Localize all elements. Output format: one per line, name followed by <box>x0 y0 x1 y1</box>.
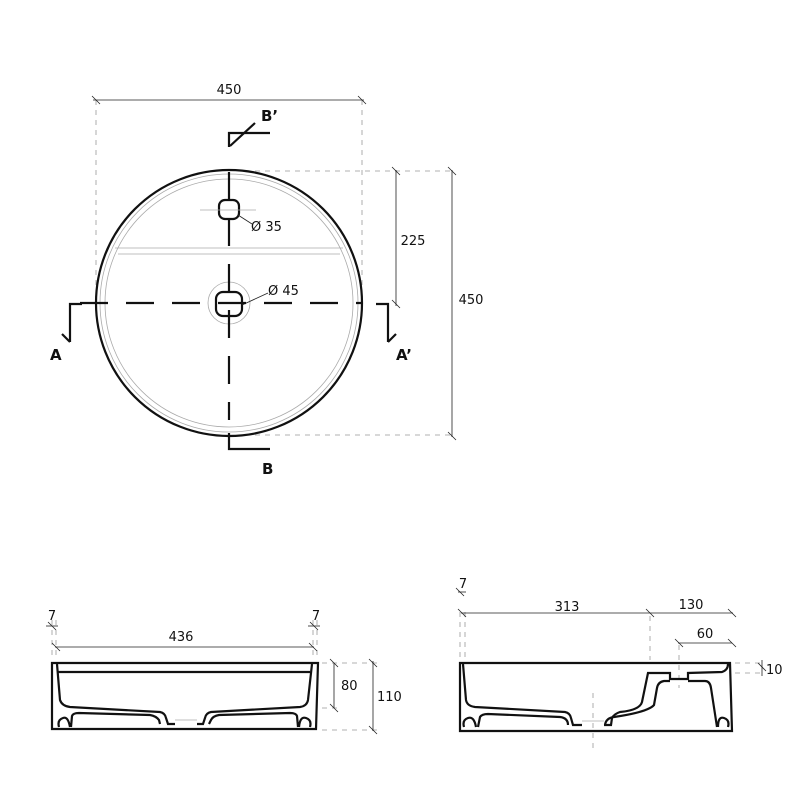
section-b-prime-label: B’ <box>261 107 278 125</box>
inner-width-dimension: 436 <box>169 630 194 645</box>
section-a-outline <box>50 661 320 731</box>
wall-left-dimension: 7 <box>48 609 56 624</box>
wall-right-dimension: 7 <box>312 609 320 624</box>
section-b-view: 7 313 130 60 10 <box>455 577 783 750</box>
width-dimension: 450 <box>217 83 242 98</box>
half-depth-dimension: 225 <box>401 234 426 249</box>
bowl-depth-dimension: 80 <box>341 679 358 694</box>
depth-dimension: 450 <box>459 293 484 308</box>
section-a-label: A <box>50 346 62 364</box>
top-view: 450 225 450 Ø 35 Ø 45 B’ B A A’ <box>50 83 483 478</box>
section-a-prime-label: A’ <box>396 346 412 364</box>
section-a-view: 7 7 436 80 110 <box>46 609 402 735</box>
tap-offset-dimension: 60 <box>697 627 714 642</box>
tap-hole <box>217 198 241 221</box>
shelf-drop-dimension: 10 <box>766 663 783 678</box>
section-b-label: B <box>262 460 273 478</box>
drain-hole-diameter: Ø 45 <box>268 284 299 299</box>
shelf-length-dimension: 130 <box>679 598 704 613</box>
section-b-outline <box>458 661 734 733</box>
wall-dimension: 7 <box>459 577 467 592</box>
bowl-length-dimension: 313 <box>555 600 580 615</box>
total-height-dimension: 110 <box>377 690 402 705</box>
tap-hole-diameter: Ø 35 <box>251 220 282 235</box>
